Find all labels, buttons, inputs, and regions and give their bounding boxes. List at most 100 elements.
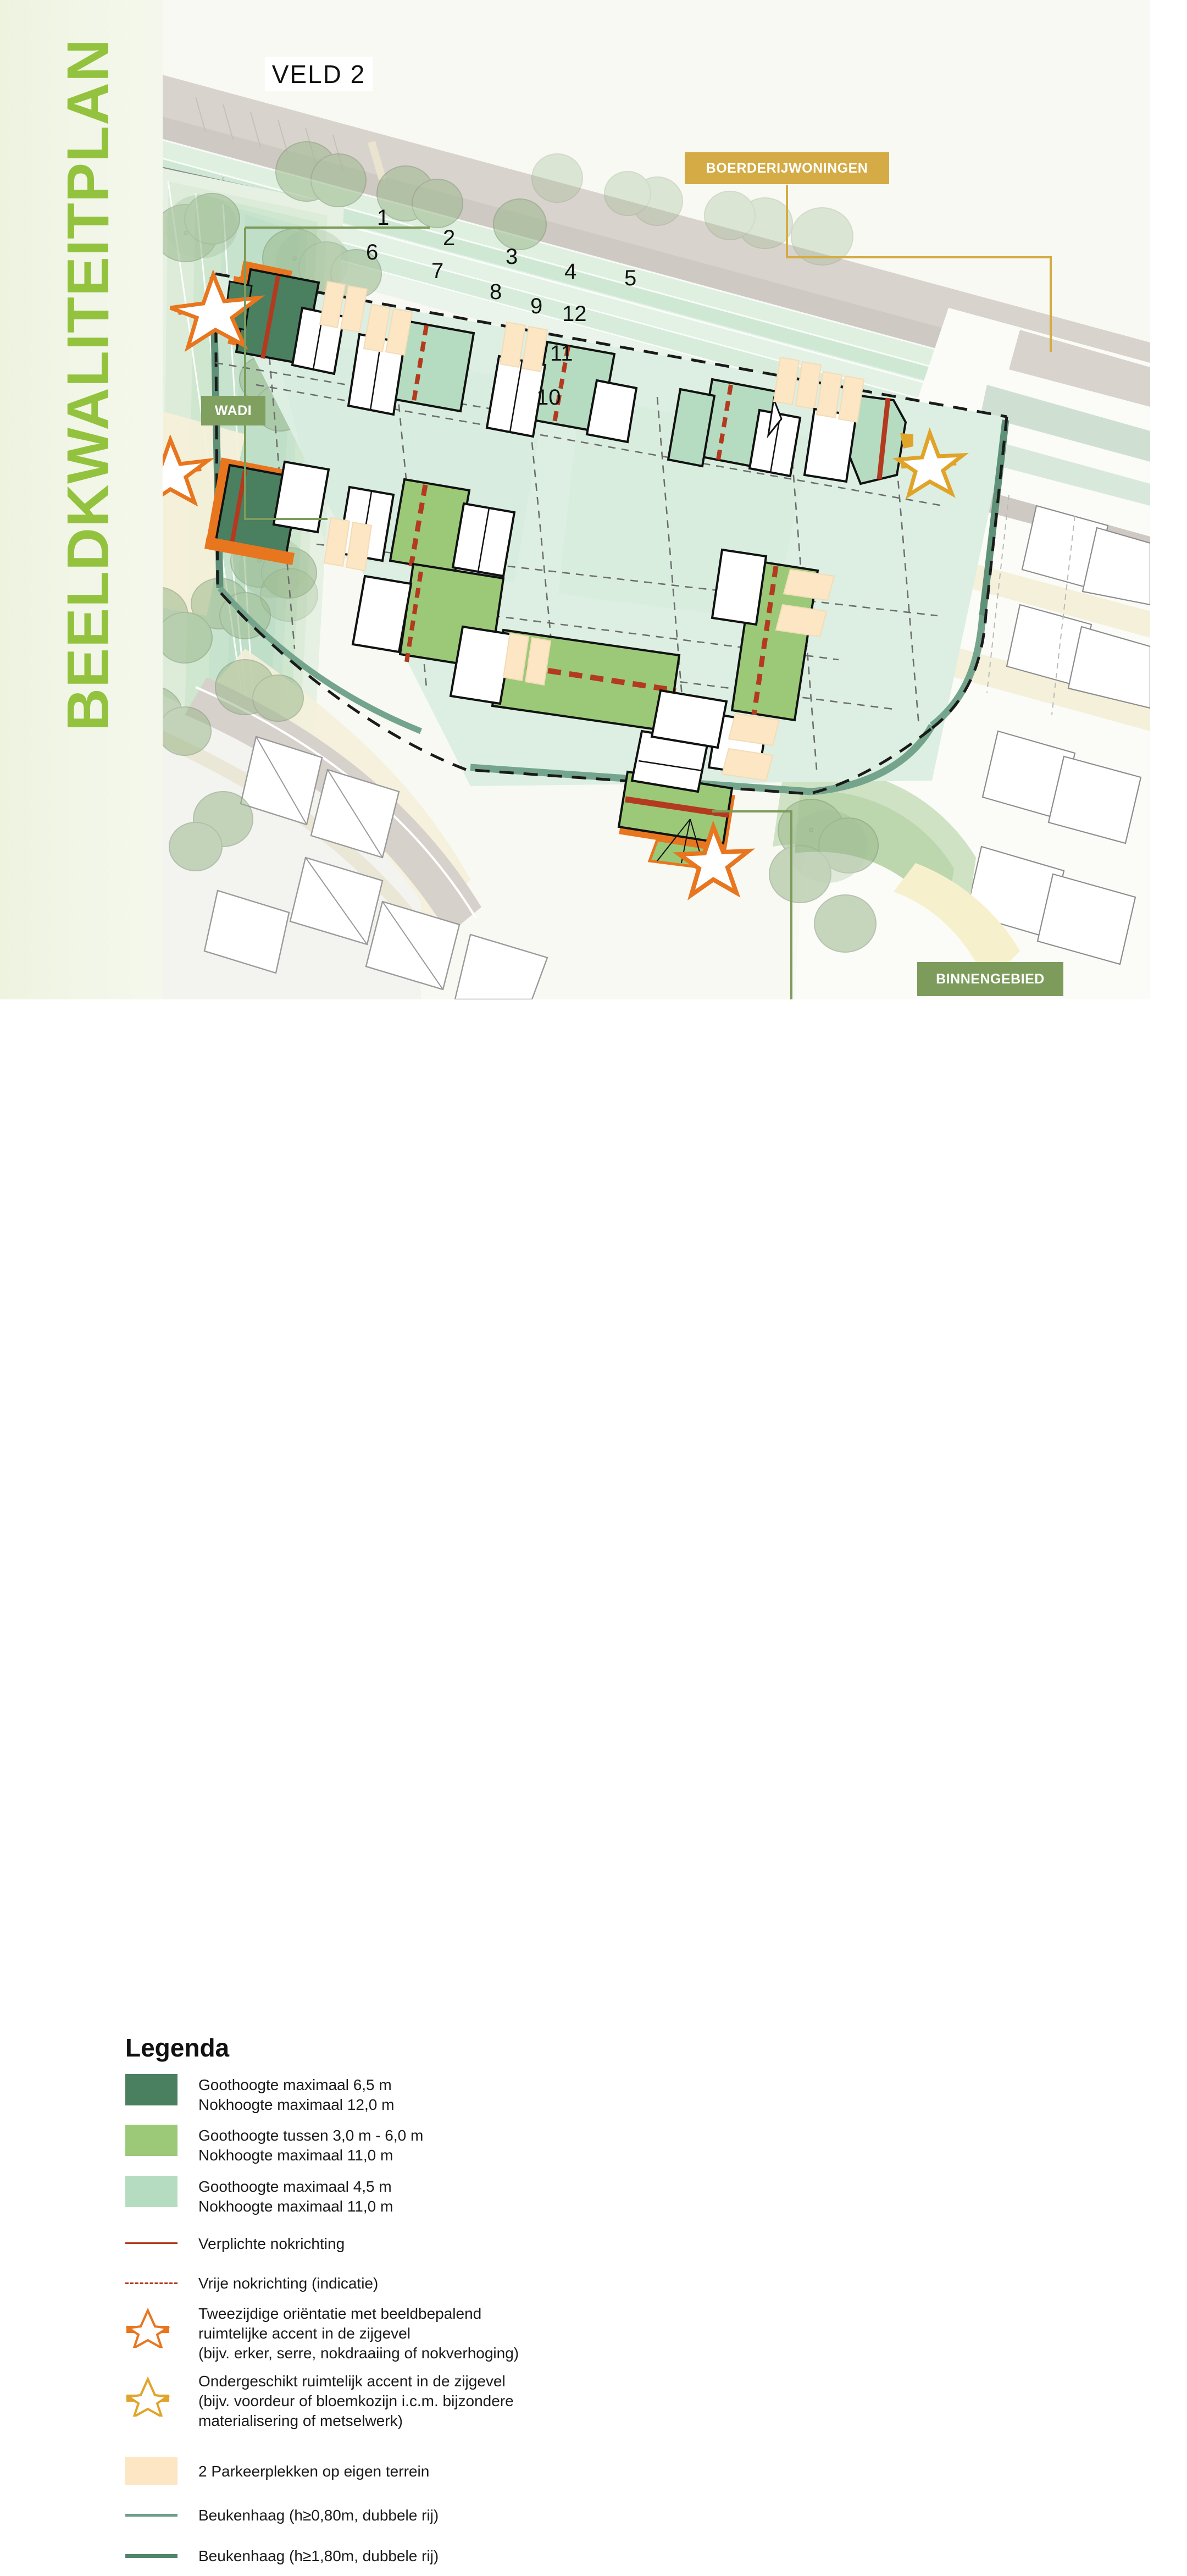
orientation-star-plot-6 — [163, 434, 215, 507]
plot-number-5: 5 — [624, 266, 637, 290]
parking-plot-10 — [721, 712, 780, 782]
legend-key-light-green — [125, 2176, 198, 2207]
callout-wadi[interactable]: WADI — [201, 396, 265, 425]
vertical-plan-title: BEELDKWALITEITPLAN — [54, 38, 121, 731]
plot-number-1: 1 — [377, 206, 390, 230]
callout-boerderijwoningen[interactable]: BOERDERIJWONINGEN — [685, 152, 889, 184]
gold-star-icon — [125, 2376, 170, 2417]
legend-text-beukenhaag-080: Beukenhaag (h≥0,80m, dubbele rij) — [198, 2505, 439, 2525]
legend-text-parkeerplekken: 2 Parkeerplekken op eigen terrein — [198, 2461, 429, 2481]
building-plot-5 — [803, 371, 969, 499]
light-green-swatch-icon — [125, 2176, 178, 2207]
legend-title: Legenda — [125, 2033, 230, 2062]
legend-item-verplichte-nokrichting: Verplichte nokrichting — [125, 2223, 895, 2263]
legend-text-tweezijdige-orientatie: Tweezijdige oriëntatie met beeldbepalend… — [198, 2303, 519, 2363]
orange-star-icon — [125, 2308, 170, 2348]
legend-key-solid-red — [125, 2242, 198, 2244]
building-plot-4 — [667, 356, 822, 478]
legend-text-light-green: Goothoogte maximaal 4,5 m Nokhoogte maxi… — [198, 2176, 393, 2216]
legend-line: Beukenhaag (h≥1,80m, dubbele rij) — [198, 2547, 439, 2564]
legend-line: Goothoogte tussen 3,0 m - 6,0 m — [198, 2127, 424, 2144]
legend-line: Nokhoogte maximaal 12,0 m — [198, 2096, 395, 2113]
building-plot-11 — [707, 548, 835, 777]
callout-leader-lines — [244, 185, 1052, 999]
accent-star-plot-5 — [892, 427, 969, 499]
bottom-left-roof-ridges — [256, 736, 443, 990]
parking-plot-5 — [816, 371, 865, 423]
legend-line: (bijv. voordeur of bloemkozijn i.c.m. bi… — [198, 2392, 514, 2409]
legend-key-mid-green — [125, 2125, 198, 2156]
legend-text-verplichte-nokrichting: Verplichte nokrichting — [198, 2233, 345, 2254]
legend-text-vrije-nokrichting: Vrije nokrichting (indicatie) — [198, 2273, 378, 2293]
plot-number-3: 3 — [506, 245, 518, 269]
legend-key-hedge-thick — [125, 2553, 198, 2558]
hedge-thick-line-icon — [125, 2553, 178, 2558]
plot-number-9: 9 — [530, 294, 543, 318]
parking-plot-8 — [502, 632, 552, 686]
legend-item-tweezijdige-orientatie: Tweezijdige oriëntatie met beeldbepalend… — [125, 2303, 895, 2370]
legend-item-beukenhaag-080: Beukenhaag (h≥0,80m, dubbele rij) — [125, 2495, 895, 2535]
parking-plot-6 — [323, 517, 373, 572]
legend-key-orange-star — [125, 2303, 198, 2348]
dashed-red-line-icon — [125, 2282, 178, 2284]
legend-line: Nokhoogte maximaal 11,0 m — [198, 2147, 393, 2164]
building-plot-6 — [163, 434, 395, 572]
legend-item-parkeerplekken: 2 Parkeerplekken op eigen terrein — [125, 2447, 895, 2495]
plot-number-7: 7 — [431, 259, 444, 283]
parking-plot-1 — [319, 280, 368, 333]
legend-line: Vrije nokrichting (indicatie) — [198, 2275, 379, 2292]
legend-item-dark-green: Goothoogte maximaal 6,5 m Nokhoogte maxi… — [125, 2074, 895, 2125]
legend-line: Verplichte nokrichting — [198, 2235, 345, 2252]
plot-number-10: 10 — [536, 385, 561, 410]
building-plot-8 — [351, 562, 681, 733]
legend-line: Beukenhaag (h≥0,80m, dubbele rij) — [198, 2507, 439, 2524]
legend-line: (bijv. erker, serre, nokdraaiing of nokv… — [198, 2345, 519, 2362]
mid-green-swatch-icon — [125, 2125, 178, 2156]
parking-swatch-icon — [125, 2457, 178, 2485]
plot-number-12: 12 — [562, 302, 587, 326]
plot-number-8: 8 — [490, 280, 502, 304]
legend-text-beukenhaag-180: Beukenhaag (h≥1,80m, dubbele rij) — [198, 2545, 439, 2566]
legend-item-beukenhaag-180: Beukenhaag (h≥1,80m, dubbele rij) — [125, 2535, 895, 2576]
building-plot-10 — [617, 689, 780, 900]
legend-text-dark-green: Goothoogte maximaal 6,5 m Nokhoogte maxi… — [198, 2074, 394, 2115]
plot-number-6: 6 — [366, 240, 379, 264]
building-plot-2 — [347, 303, 475, 416]
plot-number-4: 4 — [564, 259, 577, 284]
legend-text-mid-green: Goothoogte tussen 3,0 m - 6,0 m Nokhoogt… — [198, 2125, 423, 2165]
legend-key-dark-green — [125, 2074, 198, 2105]
legend-line: 2 Parkeerplekken op eigen terrein — [198, 2463, 430, 2480]
plan-title-veld: VELD 2 — [265, 57, 373, 91]
callout-binnengebied[interactable]: BINNENGEBIED — [917, 962, 1063, 996]
site-plan-map[interactable]: 1 2 3 4 5 6 7 8 9 10 11 12 — [163, 0, 1150, 999]
hedge-thin-line-icon — [125, 2513, 178, 2517]
legend-item-ondergeschikt-accent: Ondergeschikt ruimtelijk accent in de zi… — [125, 2370, 895, 2447]
legend-line: Ondergeschikt ruimtelijk accent in de zi… — [198, 2373, 506, 2390]
plot-number-11: 11 — [550, 341, 573, 366]
legend-key-hedge-thin — [125, 2513, 198, 2517]
legend-rows: Goothoogte maximaal 6,5 m Nokhoogte maxi… — [125, 2074, 895, 2576]
solid-red-line-icon — [125, 2242, 178, 2244]
legend-panel: Legenda Goothoogte maximaal 6,5 m Nokhoo… — [0, 999, 1187, 2564]
legend-line: materialisering of metselwerk) — [198, 2412, 403, 2429]
legend-item-light-green: Goothoogte maximaal 4,5 m Nokhoogte maxi… — [125, 2176, 895, 2223]
legend-line: Goothoogte maximaal 6,5 m — [198, 2076, 392, 2093]
legend-line: ruimtelijke accent in de zijgevel — [198, 2325, 411, 2342]
legend-line: Tweezijdige oriëntatie met beeldbepalend — [198, 2305, 482, 2322]
legend-text-ondergeschikt-accent: Ondergeschikt ruimtelijk accent in de zi… — [198, 2370, 514, 2431]
parking-plot-3 — [499, 321, 548, 373]
legend-line: Goothoogte maximaal 4,5 m — [198, 2178, 392, 2195]
parking-plot-4 — [773, 356, 822, 410]
parking-plot-11 — [775, 568, 835, 638]
building-plot-3 — [485, 321, 638, 444]
orientation-star-plot-1 — [169, 269, 265, 352]
legend-key-dashed-red — [125, 2282, 198, 2284]
legend-line: Nokhoogte maximaal 11,0 m — [198, 2198, 393, 2215]
plot-number-2: 2 — [443, 226, 456, 250]
legend-key-gold-star — [125, 2370, 198, 2417]
legend-item-mid-green: Goothoogte tussen 3,0 m - 6,0 m Nokhoogt… — [125, 2125, 895, 2176]
dark-green-swatch-icon — [125, 2074, 178, 2105]
parking-plot-2 — [363, 303, 413, 356]
legend-key-parking — [125, 2457, 198, 2485]
